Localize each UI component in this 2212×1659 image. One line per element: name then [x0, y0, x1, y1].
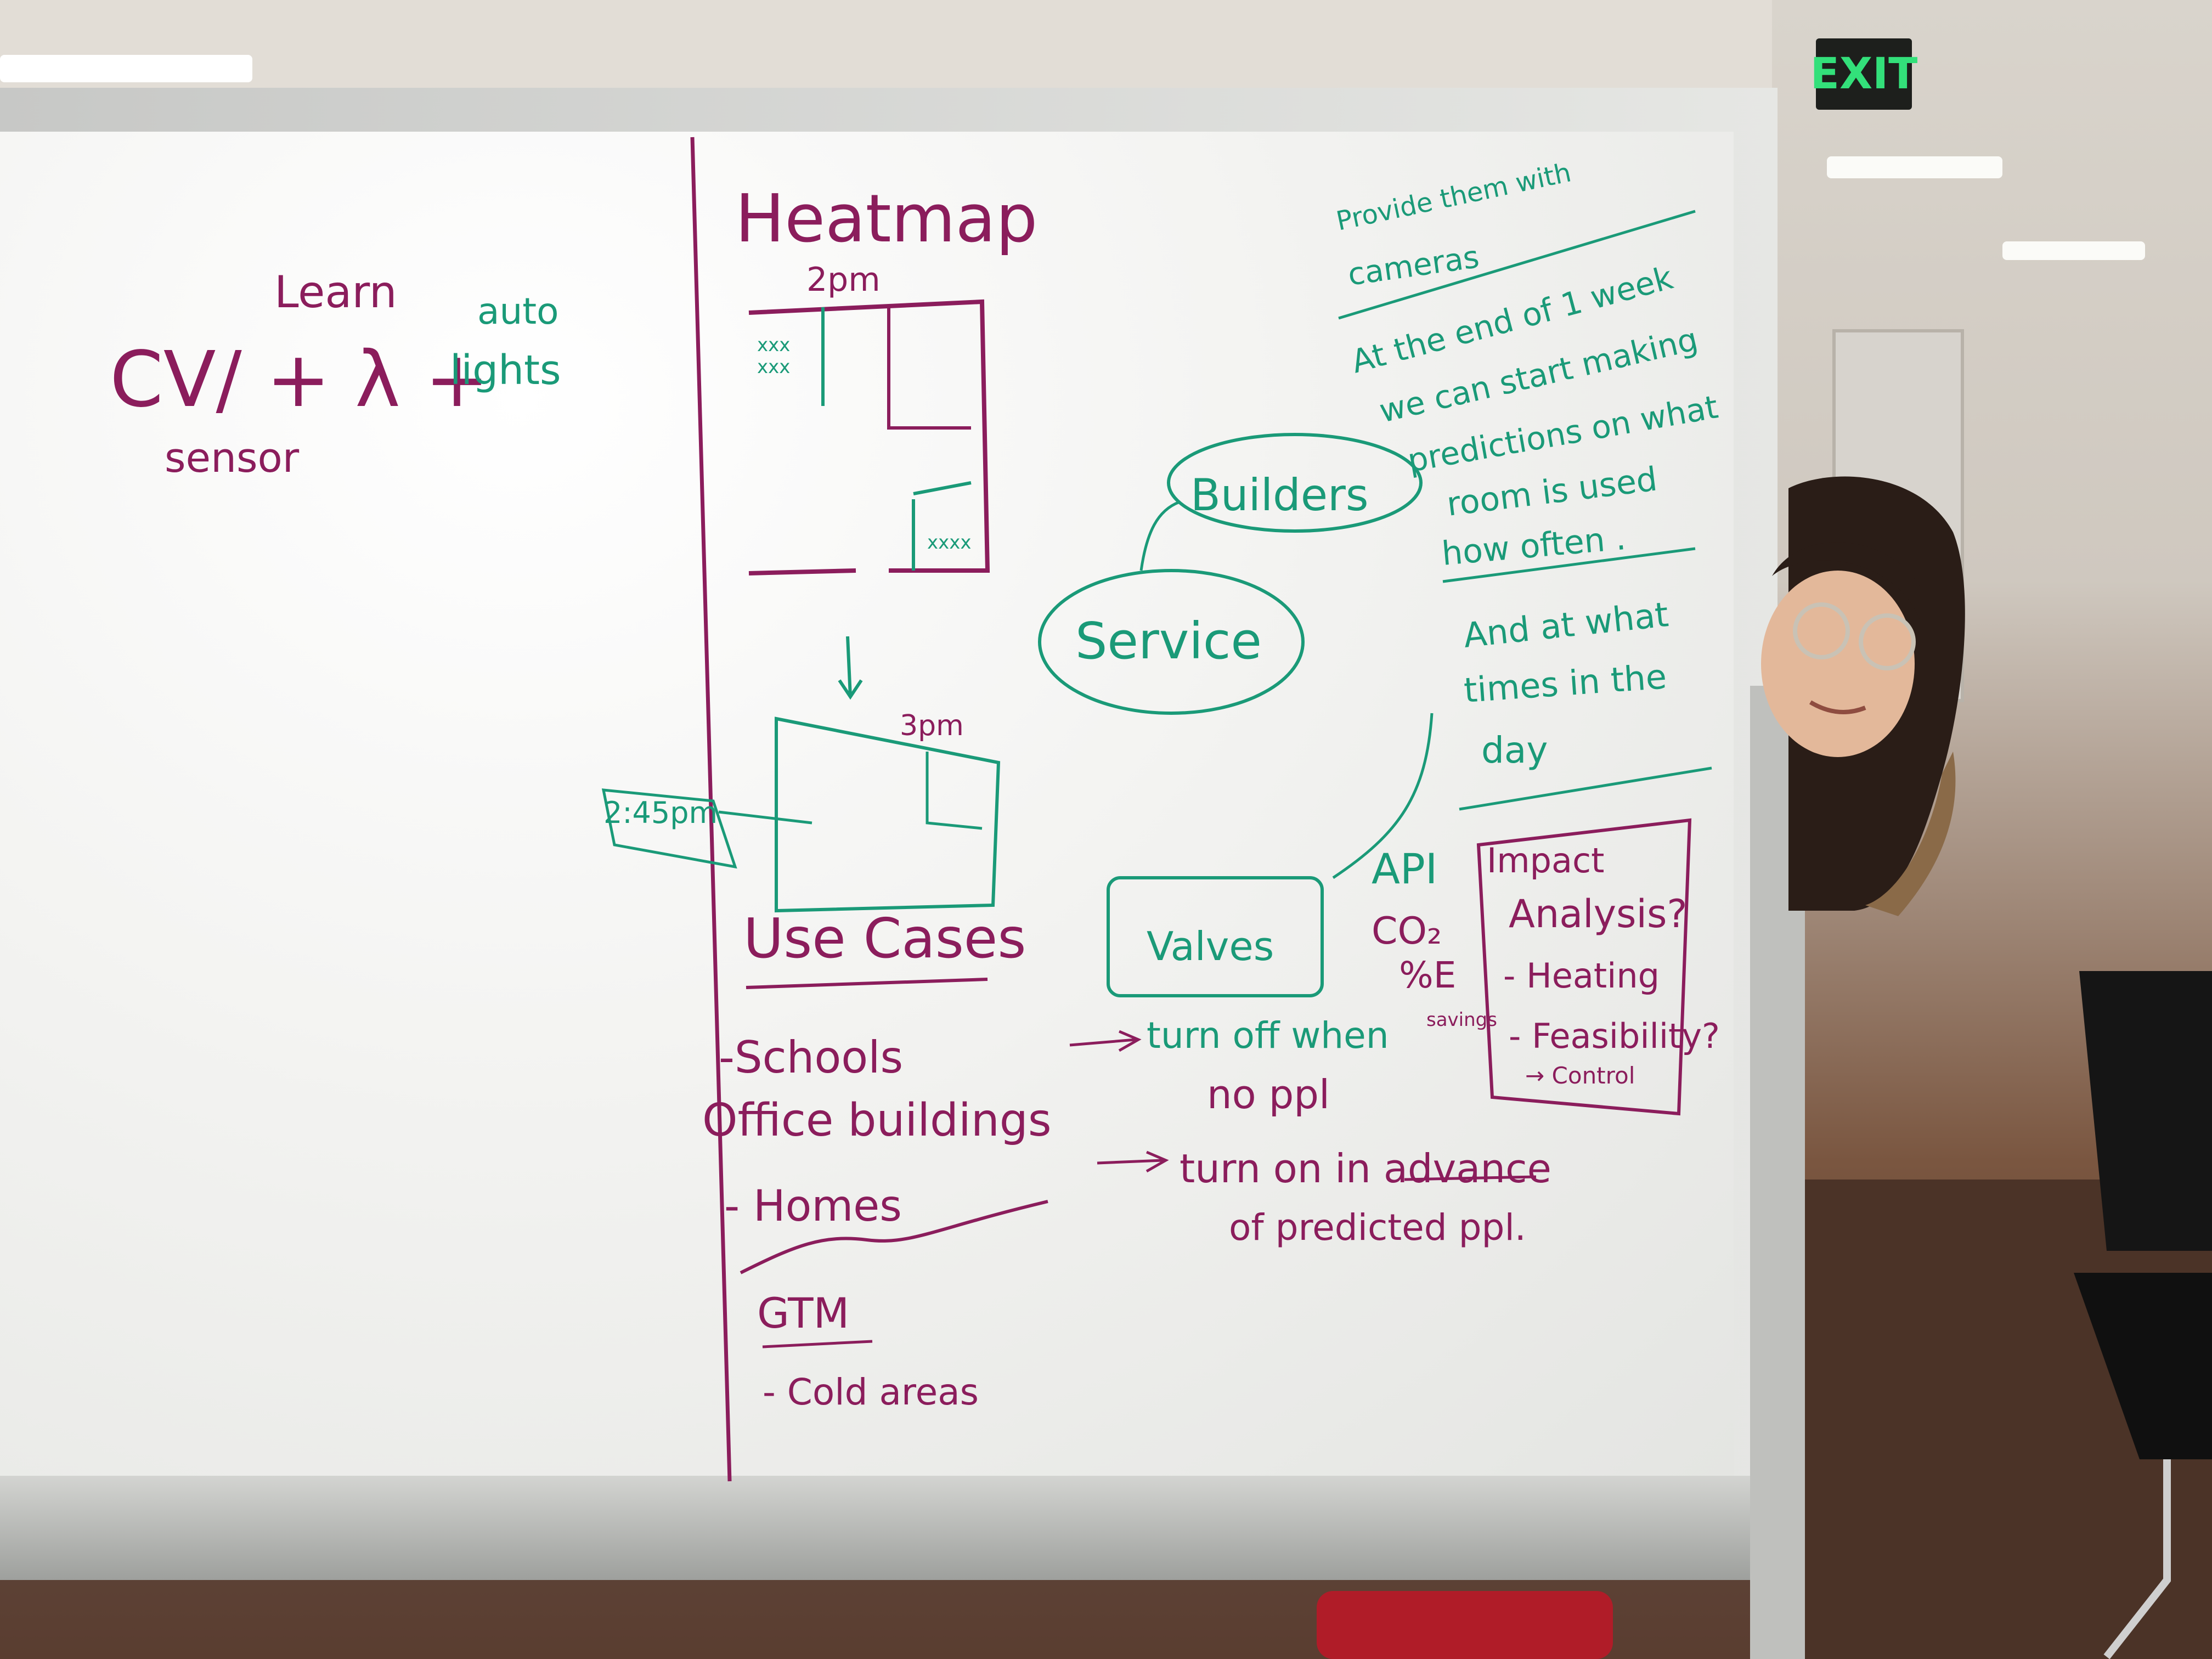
smile [1809, 700, 1866, 714]
impact-line-4: - Feasibility? [1509, 1016, 1720, 1056]
note-divider-3 [1459, 766, 1712, 811]
use-cases-underline [746, 978, 988, 989]
formula-auto: auto [477, 290, 559, 332]
valves-box [1107, 876, 1324, 997]
action-arrow-2 [1097, 1150, 1169, 1173]
side-time-box [601, 788, 737, 869]
gtm-title: GTM [757, 1289, 849, 1338]
heatmap-marks-3: xxxx [927, 532, 971, 554]
side-time-pointer [718, 810, 812, 825]
notes-to-valves-arrow [1332, 713, 1434, 879]
chair-back [2079, 971, 2212, 1251]
percent-e-label: %E [1399, 954, 1456, 996]
note-line-6: room is used [1444, 460, 1659, 523]
note-divider-1 [1338, 210, 1696, 320]
action-line-2: no ppl [1207, 1071, 1330, 1118]
action-line-1: turn off when [1147, 1014, 1389, 1057]
valves-label: Valves [1147, 923, 1274, 969]
use-case-schools: -Schools [719, 1032, 903, 1083]
savings-label: savings [1426, 1009, 1497, 1031]
red-cloth-shape [1317, 1591, 1613, 1659]
builders-ellipse [1167, 433, 1423, 533]
gtm-item: - Cold areas [763, 1371, 979, 1413]
chair-seat [2074, 1273, 2212, 1459]
heatmap-arrow-down [838, 636, 863, 700]
chair-leg [2103, 1459, 2171, 1659]
action-arrow-1 [1069, 1030, 1142, 1052]
red-cloth [1317, 1591, 1613, 1659]
office-chair [2074, 971, 2212, 1659]
note-divider-2 [1442, 547, 1696, 583]
note-line-8: And at what [1462, 594, 1671, 656]
impact-line-5: → Control [1525, 1062, 1635, 1089]
impact-line-1: Impact [1487, 840, 1604, 881]
service-label: Service [1075, 612, 1262, 670]
ceiling-light [0, 55, 252, 82]
use-cases-title: Use Cases [743, 906, 1026, 970]
api-label: API [1372, 844, 1437, 893]
heatmap-time-bottom: 3pm [900, 709, 964, 742]
service-to-builders-arrow [1139, 500, 1180, 571]
impact-line-3: - Heating [1503, 956, 1660, 996]
note-line-2: cameras [1346, 239, 1481, 293]
note-line-7: how often . [1440, 519, 1627, 573]
heatmap-side-time: 2:45pm [603, 795, 718, 830]
person [1761, 476, 1965, 916]
floorplan-bottom-wall [926, 752, 983, 830]
co2-label: CO₂ [1372, 910, 1442, 953]
exit-sign: EXIT [1810, 38, 1917, 110]
formula-sensor: sensor [165, 435, 300, 482]
ceiling-light [2002, 241, 2145, 260]
glasses-left [1793, 602, 1850, 659]
ceiling-light [1827, 156, 2002, 178]
use-case-homes: - Homes [724, 1182, 902, 1231]
formula-learn: Learn [274, 267, 397, 318]
person-bangs [1772, 542, 1920, 620]
action-line-3: turn on in advance [1180, 1146, 1551, 1192]
whiteboard-surface [0, 132, 1734, 1476]
whiteboard-tray [0, 1476, 1780, 1580]
floorplan-top-green [821, 307, 972, 571]
heatmap-marks-2: xxx [757, 356, 790, 378]
gtm-underline [762, 1340, 873, 1348]
builders-label: Builders [1190, 470, 1369, 521]
formula-main: CV/ + λ + [110, 335, 489, 425]
note-line-10: day [1481, 729, 1548, 771]
floorplan-top [748, 299, 990, 575]
impact-line-2: Analysis? [1509, 891, 1688, 936]
note-line-9: times in the [1463, 656, 1668, 710]
advance-underline [1404, 1175, 1537, 1181]
note-line-1: Provide them with [1334, 157, 1574, 236]
glasses-right [1859, 613, 1916, 670]
person-hair-tips [1865, 752, 1956, 916]
formula-lights: lights [450, 347, 561, 394]
floorplan-bottom [775, 716, 1001, 913]
heatmap-time-top: 2pm [806, 261, 881, 299]
use-case-wavy-line [740, 1200, 1048, 1274]
heatmap-marks-1: xxx [757, 334, 790, 356]
floorplan-top-wall [887, 307, 971, 430]
heatmap-title: Heatmap [735, 181, 1037, 257]
action-line-4: of predicted ppl. [1229, 1206, 1526, 1249]
exit-sign-label: EXIT [1810, 49, 1918, 99]
service-ellipse [1038, 569, 1305, 715]
impact-box [1476, 818, 1692, 1116]
board-divider-line [690, 137, 732, 1482]
use-case-office: Office buildings [702, 1094, 1052, 1147]
